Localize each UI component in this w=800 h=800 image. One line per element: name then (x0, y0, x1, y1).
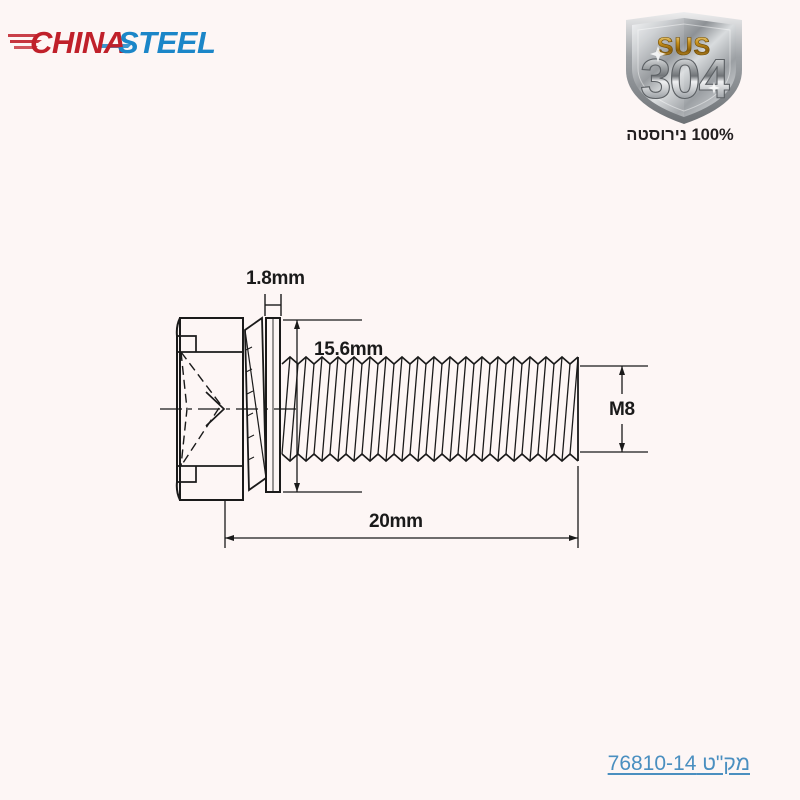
hex-head (175, 317, 244, 501)
flat-washer (265, 317, 281, 493)
sku-link[interactable]: מק"ט 76810-14 (607, 752, 750, 775)
badge-svg: SUS 304 (626, 12, 742, 124)
threaded-shank (281, 355, 579, 463)
china-steel-logo: CHINA STEEL (8, 18, 228, 64)
dimension-label-thread-length: 15.6mm (314, 339, 383, 360)
dimension-label-overall-length: 20mm (369, 511, 423, 532)
badge-caption: 100% נירוסטה (626, 126, 734, 144)
logo-word-china: CHINA (30, 25, 126, 60)
logo-svg: CHINA STEEL (8, 25, 216, 60)
dimension-m8 (580, 365, 648, 453)
dimension-label-washer-thickness: 1.8mm (246, 268, 305, 289)
dimension-label-thread-size: M8 (609, 399, 635, 420)
sparkle-icon (650, 46, 720, 94)
badge-grade-number: 304 (640, 47, 729, 110)
sus-304-badge: SUS 304 (618, 8, 750, 128)
logo-word-steel: STEEL (118, 25, 215, 60)
dimension-15-6mm (283, 319, 362, 493)
badge-grade-prefix: SUS (657, 33, 711, 61)
dimension-1-8mm (264, 294, 282, 316)
dimension-20mm (224, 466, 579, 548)
shield-icon (626, 12, 742, 124)
speed-lines-icon (8, 34, 132, 49)
spring-washer (244, 316, 267, 492)
